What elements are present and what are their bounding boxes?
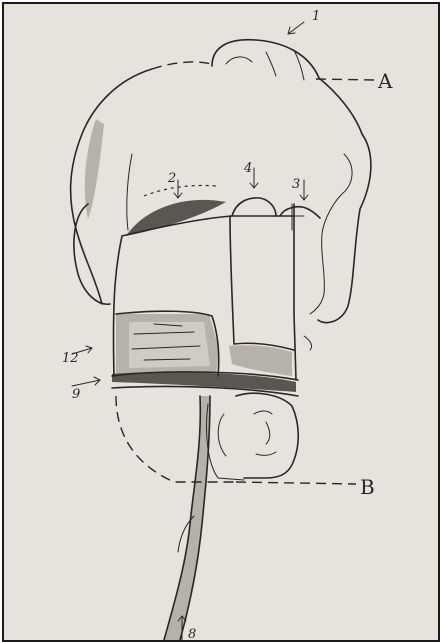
nostril bbox=[304, 336, 312, 350]
arrow-1 bbox=[288, 22, 304, 34]
right-head-outline bbox=[318, 134, 371, 323]
leader-line-B bbox=[236, 482, 356, 484]
arrow-9 bbox=[72, 377, 100, 386]
nose-outline bbox=[230, 216, 294, 350]
leader-line-A bbox=[316, 79, 374, 80]
arrow-3 bbox=[300, 180, 308, 200]
scalp-dashed-top bbox=[152, 62, 212, 69]
eye bbox=[173, 208, 191, 218]
label-A: A bbox=[377, 69, 393, 93]
lower-section-box bbox=[206, 404, 244, 480]
label-12: 12 bbox=[62, 351, 79, 366]
right-ear-outline bbox=[310, 154, 352, 314]
jaw-dashed-outline bbox=[116, 396, 234, 482]
crown-fold bbox=[226, 50, 304, 80]
label-B: B bbox=[360, 475, 375, 499]
label-4: 4 bbox=[243, 161, 252, 176]
lower-face-features bbox=[254, 411, 276, 455]
left-ear-outline bbox=[74, 204, 110, 304]
sinus-hump-left bbox=[232, 198, 276, 216]
nose-base-shading bbox=[229, 345, 292, 376]
orbit-dotted-line bbox=[144, 185, 216, 196]
label-1: 1 bbox=[312, 9, 320, 24]
label-9: 9 bbox=[72, 387, 80, 402]
scalp-outline bbox=[71, 69, 152, 304]
lower-face-outline bbox=[236, 393, 298, 478]
anatomical-drawing: A B 1 2 4 3 12 9 8 bbox=[4, 4, 438, 640]
label-8: 8 bbox=[188, 627, 196, 640]
crown-outline bbox=[212, 40, 362, 134]
label-3: 3 bbox=[292, 177, 300, 192]
label-2: 2 bbox=[167, 171, 176, 186]
lower-ear bbox=[218, 414, 226, 456]
maxilla-inner bbox=[129, 322, 210, 368]
cheek-contour bbox=[127, 154, 132, 230]
midline-cut bbox=[294, 204, 296, 380]
